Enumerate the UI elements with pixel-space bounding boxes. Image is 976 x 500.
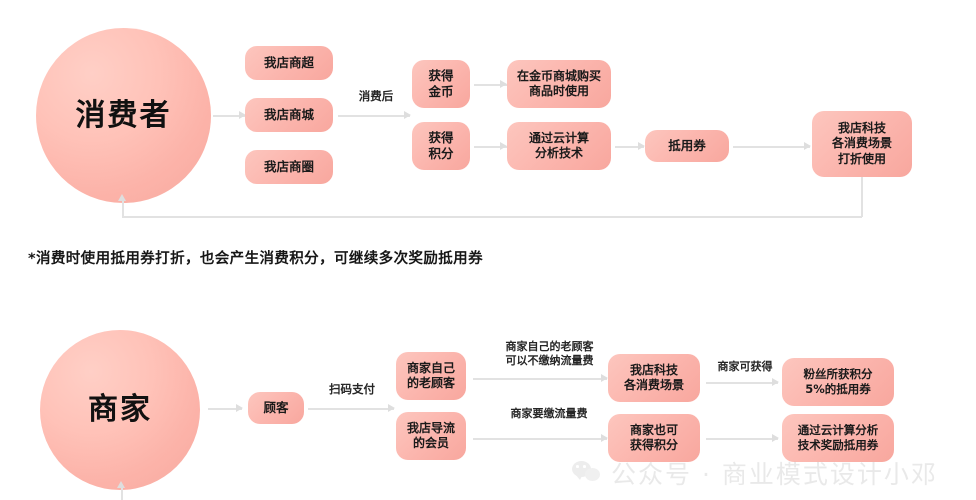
actor-label-consumer: 消费者 [75,97,172,133]
node-channel-2-label: 我店商城 [263,107,314,122]
arrowhead-scene-to-outcome-2 [772,433,779,442]
actor-circle-consumer: 消费者 [36,28,211,203]
node-scene-tech[interactable]: 我店科技 各消费场景 [608,354,700,402]
node-channel-2[interactable]: 我店商城 [245,98,333,132]
connector-consumer-to-channels [213,115,246,117]
arrowhead-points-to-use [500,141,507,150]
node-use-coin-mall[interactable]: 在金币商城购买 商品时使用 [507,60,611,108]
arrowhead-feedback-to-merchant [117,481,125,488]
connector-points-to-use [474,146,507,148]
node-customer-type-old-label: 商家自己 的老顾客 [406,360,455,390]
edge-label-pay-traffic-fee: 商家要缴流量费 [510,407,588,420]
node-customer-type-old[interactable]: 商家自己 的老顾客 [396,352,466,400]
arrowhead-old-to-scene [601,373,608,382]
node-outcome-cloud-voucher-label: 通过云计算分析 技术奖励抵用券 [797,423,879,452]
arrowhead-feedback-to-consumer [118,194,126,201]
arrowhead-consumer-to-channels [239,110,246,119]
node-channel-3[interactable]: 我店商圈 [245,150,333,184]
feedback-line-merchant-up [121,487,123,500]
footnote-text: *消费时使用抵用券打折，也会产生消费积分，可继续多次奖励抵用券 [28,251,483,267]
edge-label-scan-pay: 扫码支付 [329,382,375,396]
node-use-cloud-analysis[interactable]: 通过云计算 分析技术 [507,122,611,170]
node-reward-coin-label: 获得 金币 [428,68,454,99]
node-use-cloud-analysis-label: 通过云计算 分析技术 [528,130,589,160]
feedback-line-down [861,177,863,217]
node-reward-points[interactable]: 获得 积分 [412,122,470,170]
feedback-line-left [122,216,862,218]
node-voucher-label: 抵用券 [668,138,706,153]
node-final-discount-use[interactable]: 我店科技 各消费场景 打折使用 [812,111,912,177]
node-scene-tech-label: 我店科技 各消费场景 [623,362,684,392]
node-customer[interactable]: 顾客 [248,392,304,424]
node-final-discount-use-label: 我店科技 各消费场景 打折使用 [831,120,892,166]
arrowhead-voucher-to-final [804,141,811,150]
connector-merchant-to-customer [208,408,242,410]
connector-customer-to-types [308,408,394,410]
node-use-coin-mall-label: 在金币商城购买 商品时使用 [516,68,601,98]
connector-scene-to-outcome-1 [706,382,778,384]
arrowhead-cloud-to-voucher [638,141,645,150]
wechat-icon [572,460,602,486]
node-channel-1[interactable]: 我店商超 [245,46,333,80]
arrowhead-coin-to-use [500,79,507,88]
arrowhead-channels-to-rewards [404,110,411,119]
node-customer-type-member[interactable]: 我店导流 的会员 [396,412,466,460]
arrowhead-scene-to-outcome-1 [772,377,779,386]
connector-old-to-scene [473,378,607,380]
node-voucher[interactable]: 抵用券 [645,130,729,162]
node-channel-1-label: 我店商超 [263,55,314,70]
node-scene-merchant-points[interactable]: 商家也可 获得积分 [608,414,700,462]
node-scene-merchant-points-label: 商家也可 获得积分 [629,422,678,452]
arrowhead-customer-to-types [388,403,395,412]
actor-circle-merchant: 商家 [40,330,200,490]
connector-member-to-scene [473,438,607,440]
node-reward-coin[interactable]: 获得 金币 [412,60,470,108]
connector-channels-to-rewards [338,115,410,117]
actor-label-merchant: 商家 [88,392,152,427]
edge-label-merchant-gets: 商家可获得 [717,360,773,373]
feedback-line-up [122,200,124,217]
arrowhead-member-to-scene [601,433,608,442]
node-outcome-fan-points-voucher[interactable]: 粉丝所获积分 5%的抵用券 [782,358,894,406]
connector-voucher-to-final [733,146,810,148]
node-reward-points-label: 获得 积分 [428,130,454,161]
node-outcome-fan-points-voucher-label: 粉丝所获积分 5%的抵用券 [803,367,873,396]
node-customer-label: 顾客 [263,400,289,415]
connector-cloud-to-voucher [615,146,644,148]
node-outcome-cloud-voucher[interactable]: 通过云计算分析 技术奖励抵用券 [782,414,894,462]
node-customer-type-member-label: 我店导流 的会员 [406,420,455,450]
connector-scene-to-outcome-2 [706,438,778,440]
node-channel-3-label: 我店商圈 [263,159,314,174]
arrowhead-merchant-to-customer [236,403,243,412]
connector-coin-to-use [474,84,507,86]
edge-label-after-consume: 消费后 [358,89,394,103]
edge-label-no-traffic-fee: 商家自己的老顾客 可以不缴纳流量费 [505,340,594,367]
